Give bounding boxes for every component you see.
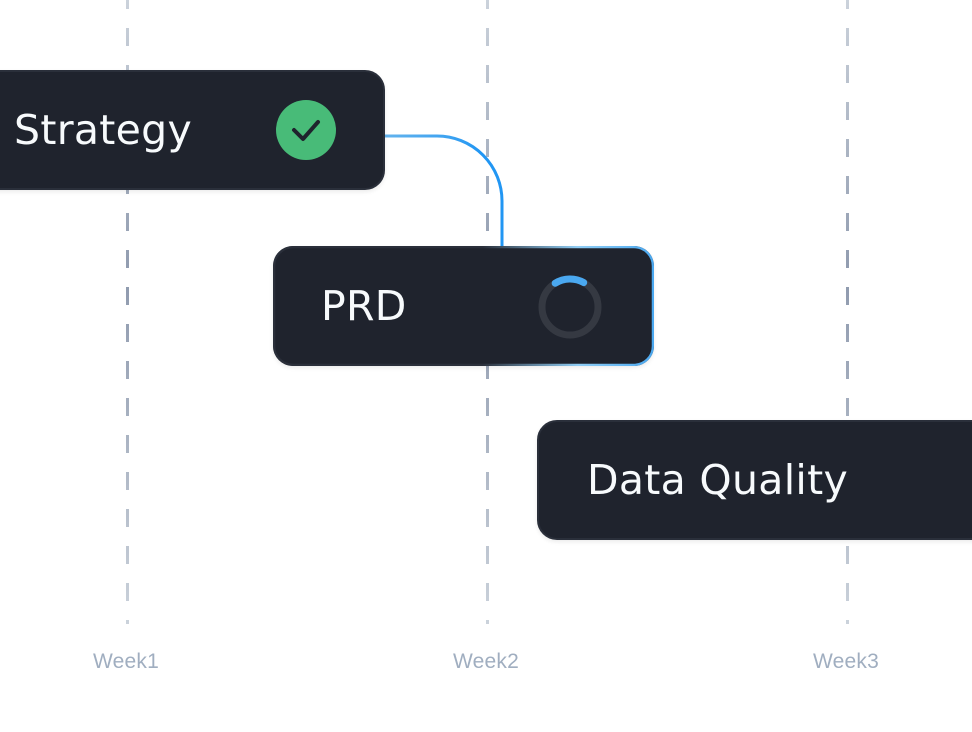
dependency-strategy-to-prd — [384, 134, 504, 248]
task-title: Strategy — [14, 106, 193, 154]
task-title: PRD — [321, 282, 407, 330]
spinner-progress-arc — [538, 275, 602, 339]
spinner-icon — [538, 275, 602, 339]
task-card-prd[interactable]: PRD — [273, 246, 654, 366]
week2-grid-line — [486, 0, 489, 624]
task-title: Data Quality — [587, 456, 849, 504]
task-card-data-quality[interactable]: Data Quality — [537, 420, 972, 540]
week1-grid-line — [126, 0, 129, 624]
task-card-strategy[interactable]: Strategy — [0, 70, 385, 190]
week1-label: Week1 — [93, 650, 159, 673]
week2-label: Week2 — [453, 650, 519, 673]
check-circle-icon — [276, 100, 336, 160]
week3-label: Week3 — [813, 650, 879, 673]
